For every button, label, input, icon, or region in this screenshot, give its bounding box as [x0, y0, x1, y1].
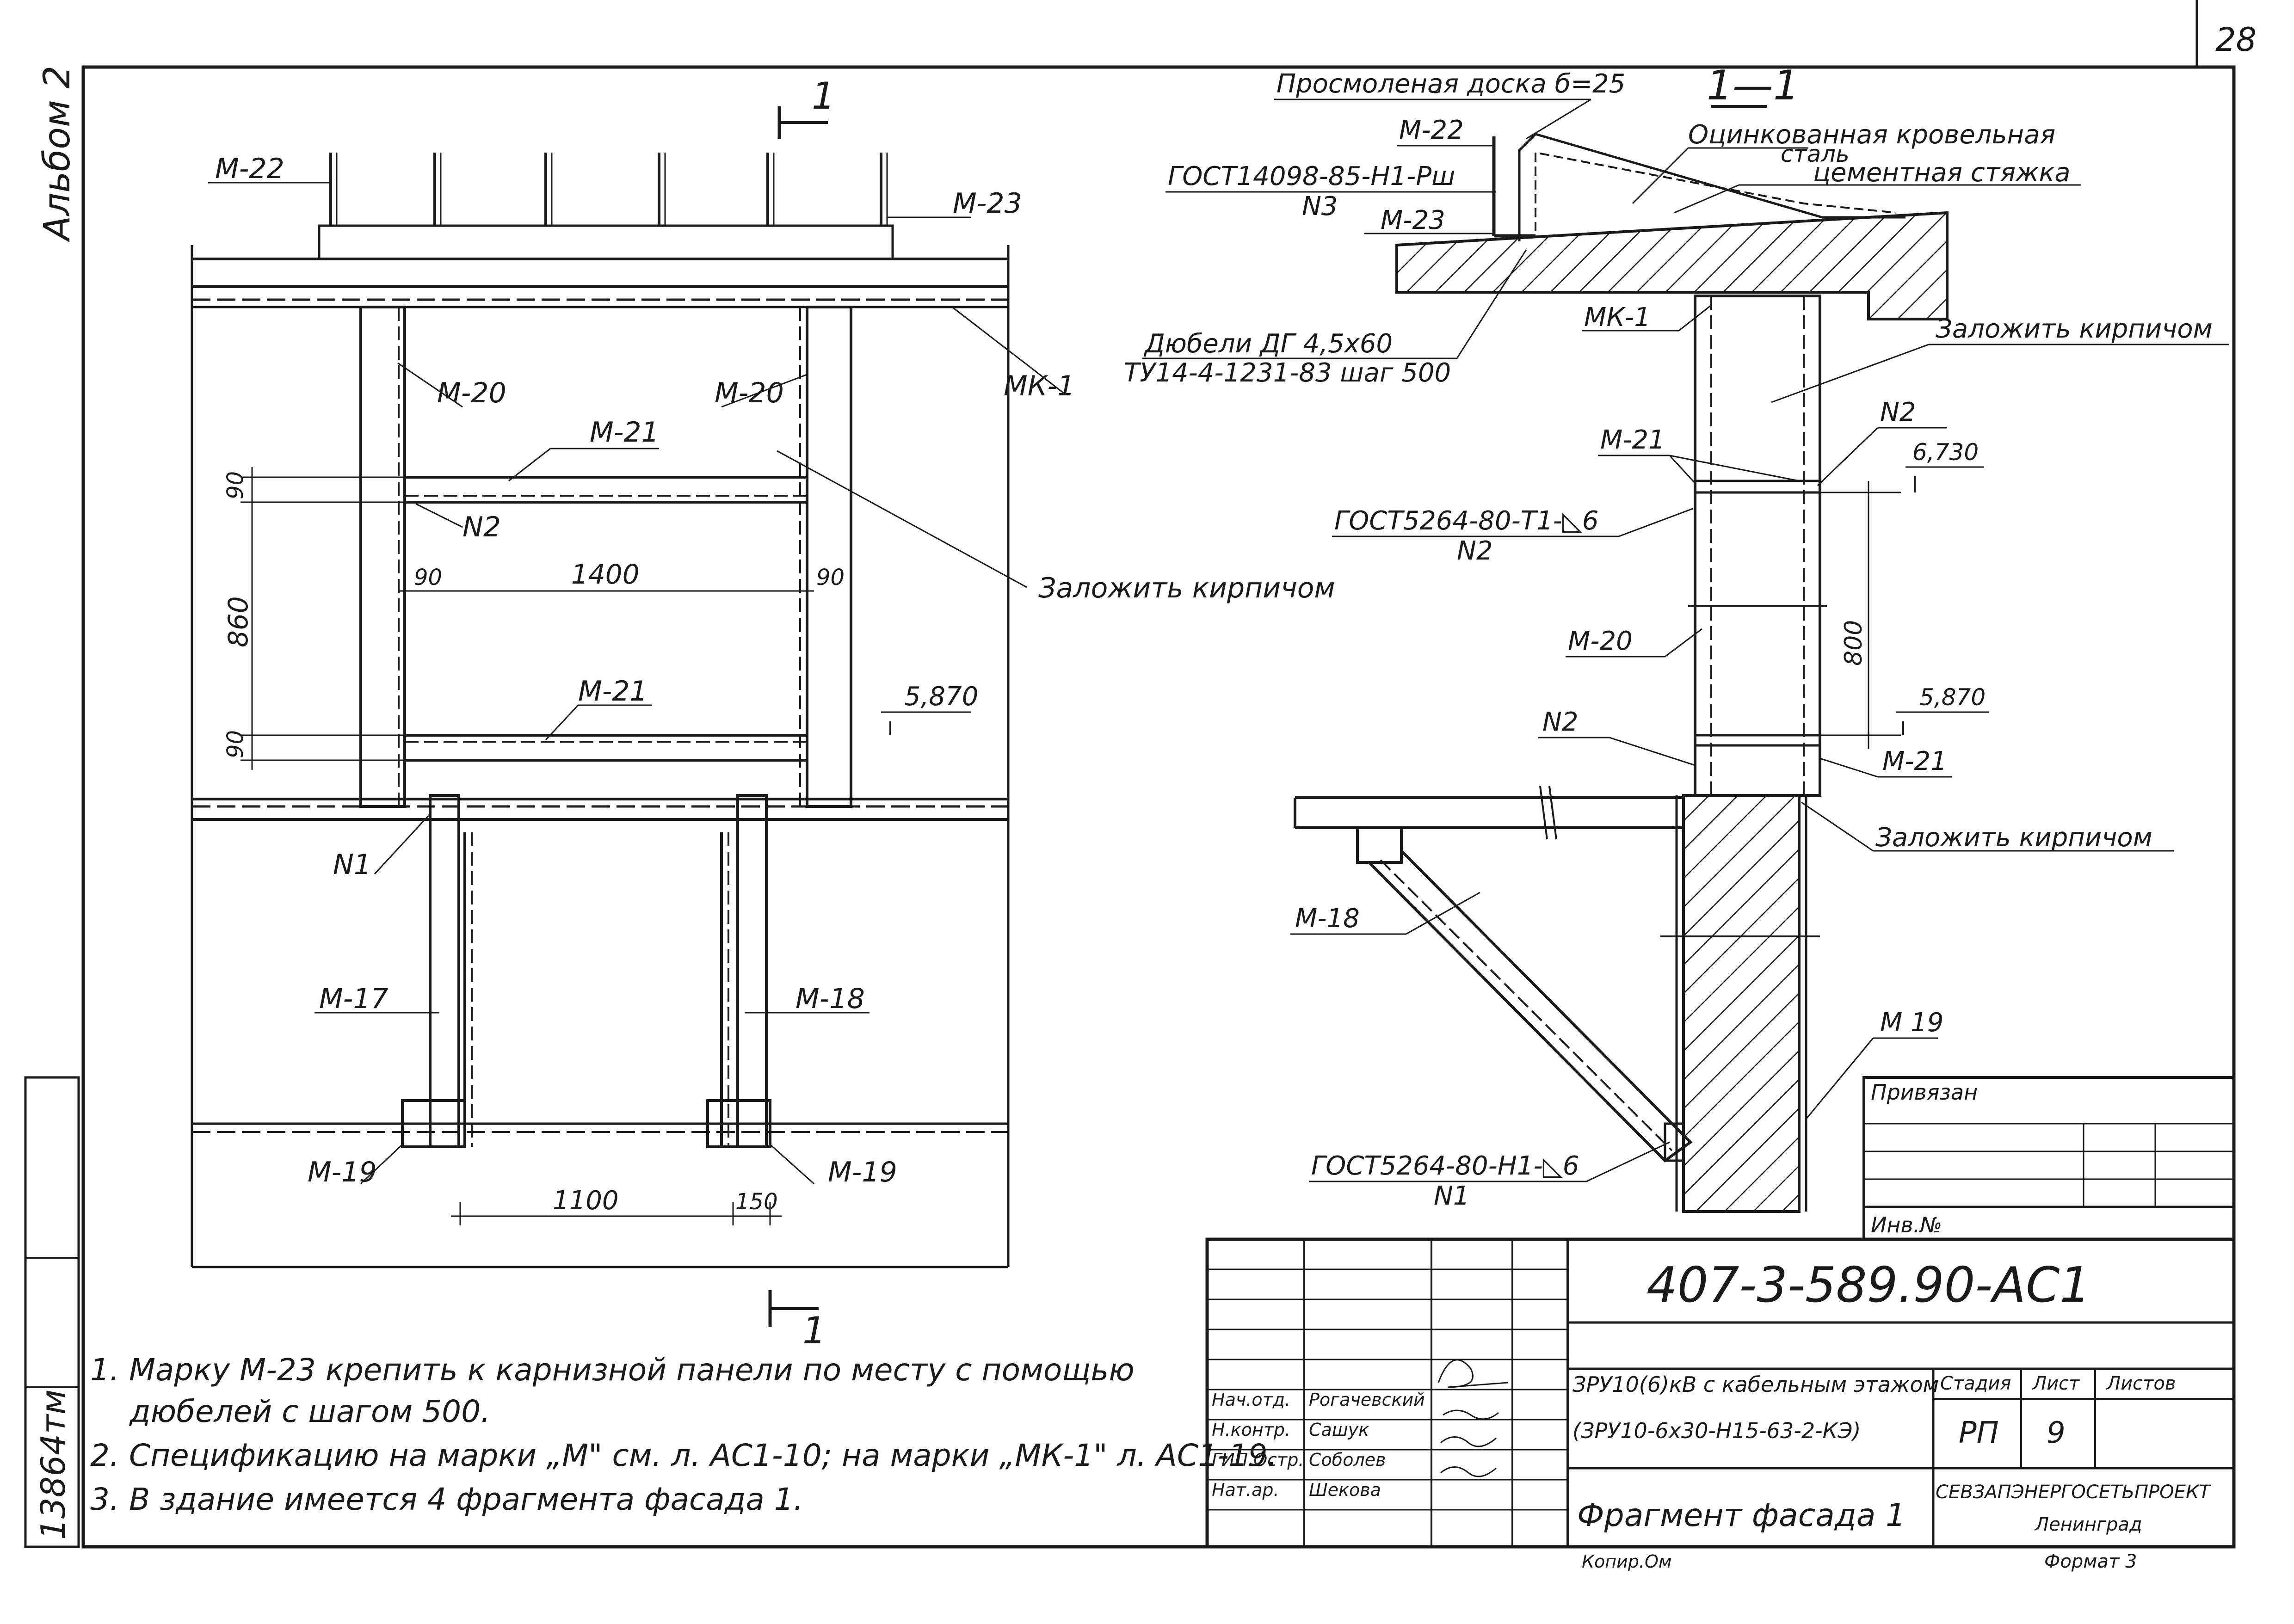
dim-860: 860 — [222, 596, 254, 647]
notes: 1. Марку М-23 крепить к карнизной панели… — [90, 1352, 1277, 1517]
label-brick-top: Заложить кирпичом — [1936, 314, 2213, 344]
m23-plates — [318, 153, 894, 260]
label-m23: М-23 — [953, 187, 1022, 220]
label-n2: N2 — [462, 511, 501, 543]
doc-code: 407-3-589.90-АС1 — [1646, 1257, 2090, 1313]
organization: СЕВЗАПЭНЕРГОСЕТЬПРОЕКТ — [1936, 1482, 2212, 1503]
label-n2-top: N2 — [1880, 397, 1916, 427]
attachment-note: Привязан — [1871, 1080, 1978, 1105]
facade-fragment — [191, 106, 1064, 1327]
label-board: Просмоленая доска б=25 — [1276, 69, 1625, 99]
label-m20-right: М-20 — [715, 377, 784, 409]
note-3: 3. В здание имеется 4 фрагмента фасада 1… — [90, 1482, 803, 1517]
city: Ленинград — [2034, 1514, 2142, 1535]
name-4: Шекова — [1309, 1480, 1381, 1500]
dim-1100: 1100 — [553, 1186, 619, 1216]
dim-800: 800 — [1840, 620, 1868, 666]
section-title: 1—1 — [1707, 62, 1799, 109]
page-number: 28 — [2215, 21, 2257, 59]
inventory-label: Инв.№ — [1871, 1212, 1942, 1237]
stage-value: РП — [1959, 1416, 1999, 1450]
label-m20-left: М-20 — [437, 377, 506, 409]
section-mark-top: 1 — [812, 74, 835, 117]
label-m19-right: М-19 — [828, 1156, 897, 1188]
label-m21-top: М-21 — [1600, 425, 1665, 455]
label-roof-steel: Оцинкованная кровельная — [1688, 120, 2055, 150]
label-gost5264-h1-n1: N1 — [1434, 1181, 1470, 1211]
dim-150: 150 — [735, 1189, 778, 1215]
label-elev-top: 6,730 — [1912, 439, 1979, 466]
label-mk1: МК-1 — [1004, 370, 1075, 402]
name-3: Соболев — [1309, 1450, 1386, 1470]
label-brick-bottom: Заложить кирпичом — [1875, 823, 2152, 853]
elevation-label: 5,870 — [904, 682, 978, 712]
label-cement: цементная стяжка — [1813, 158, 2071, 188]
label-n2-bottom: N2 — [1542, 707, 1579, 737]
sheets-header: Листов — [2106, 1373, 2176, 1394]
label-gost14098: ГОСТ14098-85-Н1-Рш — [1168, 161, 1455, 191]
label-elev-bottom: 5,870 — [1919, 684, 1986, 711]
inventory-number: 13864тм — [34, 1390, 73, 1540]
album-label: Альбом 2 — [37, 66, 78, 243]
label-gost5264-h1: ГОСТ5264-80-Н1-◺6 — [1311, 1151, 1579, 1181]
dim-1400: 1400 — [571, 559, 640, 590]
section-mark-bottom: 1 — [802, 1309, 826, 1352]
label-m18: М-18 — [796, 983, 865, 1015]
label-m23: М-23 — [1381, 205, 1445, 235]
title-block — [1205, 1237, 2236, 1549]
note-1: 1. Марку М-23 крепить к карнизной панели… — [90, 1352, 1135, 1388]
label-m18: М-18 — [1295, 904, 1360, 934]
label-brick-fill: Заложить кирпичом — [1038, 572, 1335, 604]
sheet-frame — [81, 0, 2236, 1549]
left-margin-stamp: 13864тм — [24, 1076, 80, 1548]
label-m21-top: М-21 — [590, 416, 659, 449]
object-line1: ЗРУ10(6)кВ с кабельным этажом — [1572, 1372, 1939, 1397]
copied-label: Копир.Ом — [1582, 1551, 1672, 1572]
label-gost5264-t1: ГОСТ5264-80-Т1-◺6 — [1334, 506, 1599, 536]
stage-header: Стадия — [1940, 1373, 2011, 1394]
label-m20: М-20 — [1568, 626, 1633, 656]
label-n3: N3 — [1302, 191, 1338, 221]
label-steel: сталь — [1781, 141, 1850, 167]
sheet-header: Лист — [2032, 1373, 2080, 1394]
object-line2: (ЗРУ10-6х30-Н15-63-2-КЭ) — [1572, 1418, 1861, 1443]
label-m17: М-17 — [319, 983, 388, 1015]
dim-90-bottom: 90 — [222, 730, 248, 758]
dim-90-top: 90 — [222, 471, 248, 499]
section-labels: 1—1 Просмоленая доска б=25 М-22 ГОСТ1409… — [1124, 62, 2213, 1211]
label-dowels: Дюбели ДГ 4,5х60 — [1143, 329, 1393, 359]
note-2: 2. Спецификацию на марки „М" см. л. АС1-… — [90, 1438, 1277, 1473]
label-mk1: МК-1 — [1584, 302, 1651, 332]
label-gost5264-t1-n2: N2 — [1457, 536, 1493, 566]
label-dowels-spec: ТУ14-4-1231-83 шаг 500 — [1124, 358, 1451, 388]
label-m21-bottom: М-21 — [578, 675, 648, 707]
sheet-title: Фрагмент фасада 1 — [1577, 1497, 1906, 1534]
sheet-value: 9 — [2047, 1416, 2066, 1450]
dim-90-right: 90 — [816, 565, 845, 591]
role-1: Нач.отд. — [1212, 1390, 1290, 1410]
role-2: Н.контр. — [1212, 1420, 1290, 1440]
title-block-text: 407-3-589.90-АС1 ЗРУ10(6)кВ с кабельным … — [1212, 1257, 2212, 1572]
note-1-cont: дюбелей с шагом 500. — [129, 1394, 490, 1429]
label-n1: N1 — [333, 849, 371, 881]
name-2: Сашук — [1309, 1420, 1369, 1440]
role-3: ГИП.Остр. — [1212, 1450, 1304, 1470]
facade-labels: М-22 М-23 МК-1 М-20 М-20 М-21 N2 Заложит… — [215, 74, 1335, 1352]
section-1-1 — [1142, 92, 2229, 1213]
format-label: Формат 3 — [2044, 1551, 2137, 1572]
label-m19: М 19 — [1880, 1008, 1943, 1038]
label-m21-bottom: М-21 — [1882, 746, 1947, 776]
name-1: Рогачевский — [1309, 1390, 1425, 1410]
role-4: Нат.ар. — [1212, 1480, 1279, 1500]
label-m22: М-22 — [215, 153, 284, 185]
label-m19-left: М-19 — [308, 1156, 377, 1188]
dim-90-left: 90 — [414, 565, 442, 591]
label-m22: М-22 — [1399, 115, 1464, 145]
